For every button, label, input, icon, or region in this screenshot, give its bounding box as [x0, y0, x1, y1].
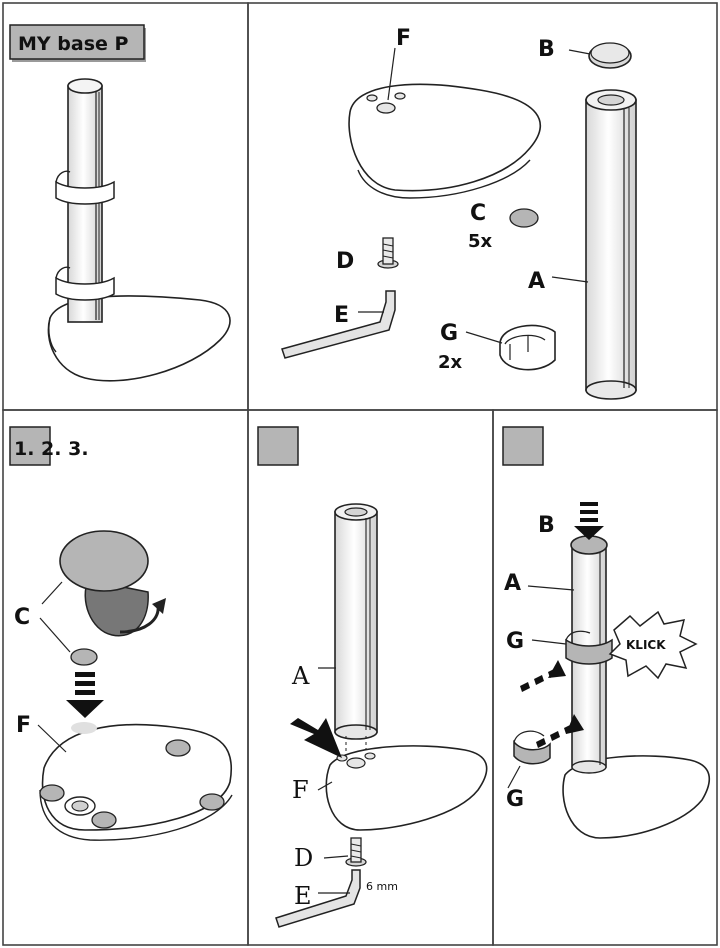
step3-clip-upper — [565, 638, 613, 665]
label-g-qty: 2x — [438, 352, 463, 373]
step2-badge — [257, 426, 299, 466]
label-d: D — [336, 249, 354, 274]
push-arrow-upper-icon — [520, 660, 566, 692]
finger-icon — [84, 579, 149, 637]
step2-e-hexkey — [275, 869, 361, 928]
panel-parts: F B A C 5x D E G 2x — [281, 26, 637, 400]
label-step3-g2: G — [506, 787, 524, 812]
step-label: 1. 2. 3. — [14, 438, 89, 460]
step1-base — [41, 723, 232, 831]
label-a: A — [528, 269, 545, 294]
label-step3-b: B — [538, 513, 555, 538]
part-f-hole — [376, 102, 396, 114]
cap-down-arrow-icon — [574, 502, 604, 540]
overview-clip-upper — [55, 180, 115, 205]
title-text: MY base P — [18, 33, 129, 55]
label-c-qty: 5x — [468, 231, 493, 252]
label-step1-c: C — [14, 605, 30, 630]
label-step3-a: A — [504, 571, 521, 596]
panel-step2: A F D E 6 mm — [257, 426, 488, 928]
push-arrow-lower-icon — [536, 714, 584, 748]
panel-step1: 1. 2. 3. C F — [9, 426, 233, 841]
step1-badge — [9, 426, 51, 466]
label-f: F — [396, 26, 411, 51]
tool-size-label: 6 mm — [366, 880, 398, 893]
step1-c-pad — [70, 648, 98, 666]
panel-step3: B A G KLICK G — [502, 426, 711, 839]
panel-step1-frame — [2, 409, 249, 946]
overview-cap — [67, 78, 103, 94]
step3-badge — [502, 426, 544, 466]
part-f-base — [348, 83, 541, 192]
label-step2-e: E — [294, 882, 312, 910]
label-step2-f: F — [292, 776, 309, 804]
label-c: C — [470, 201, 486, 226]
label-step2-d: D — [294, 844, 313, 872]
label-step2-a: A — [291, 662, 310, 690]
title-badge — [9, 24, 145, 60]
klick-text: KLICK — [626, 638, 666, 652]
step2-column — [334, 511, 378, 733]
panel-step3-frame — [492, 409, 718, 946]
label-e: E — [334, 303, 349, 328]
part-e-hexkey — [281, 290, 396, 359]
label-step1-f: F — [16, 713, 31, 738]
overview-clip-lower — [55, 276, 115, 301]
label-g: G — [440, 321, 458, 346]
step3-base — [562, 755, 711, 839]
panel-overview: MY base P — [9, 24, 231, 382]
step2-base — [325, 745, 488, 831]
klick-burst — [608, 610, 698, 680]
part-c-pad — [509, 208, 539, 228]
fingertip-pad — [59, 530, 149, 592]
step3-clip-lower — [513, 739, 551, 765]
label-b: B — [538, 37, 555, 62]
label-step3-g1: G — [506, 629, 524, 654]
down-arrow-icon — [66, 672, 104, 718]
pointer-arrow-icon — [290, 718, 342, 758]
step1-target-spot — [71, 722, 97, 734]
